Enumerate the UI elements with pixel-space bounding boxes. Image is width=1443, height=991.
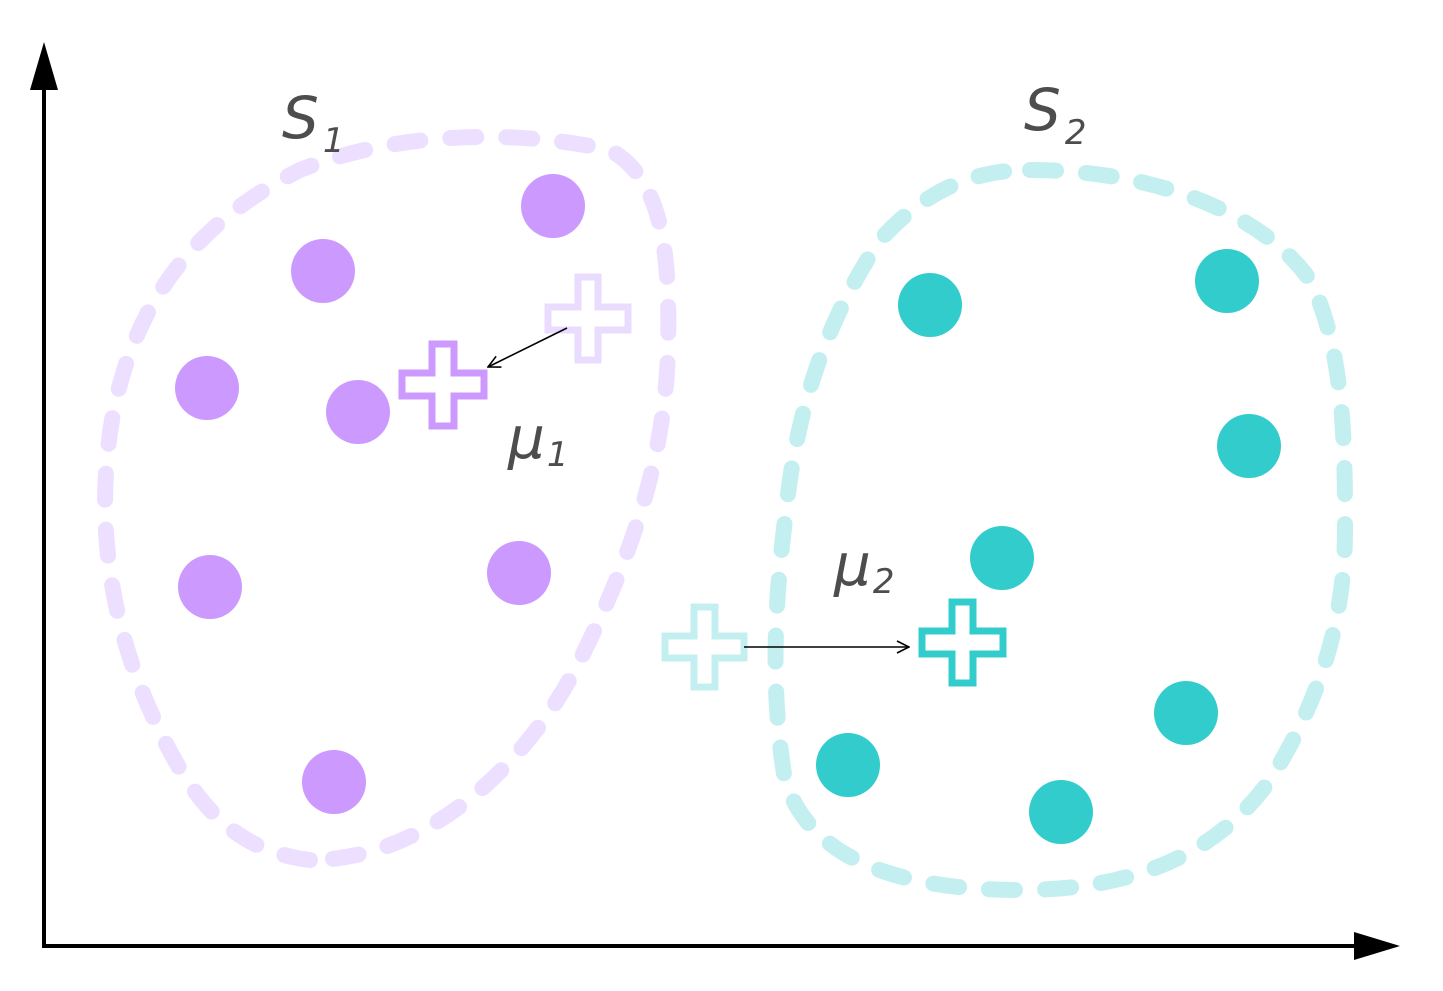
data-point xyxy=(1154,681,1218,745)
cluster-2-old-centroid-plus-icon xyxy=(661,603,748,691)
cluster-2 xyxy=(661,161,1354,899)
data-point xyxy=(970,526,1034,590)
cluster-1-old-centroid-plus-icon xyxy=(544,273,632,364)
data-point xyxy=(291,239,355,303)
cluster-1-boundary xyxy=(97,128,677,869)
cluster-2-points xyxy=(816,249,1281,844)
data-point xyxy=(521,174,585,238)
cluster-2-boundary xyxy=(767,161,1354,899)
data-point xyxy=(487,541,551,605)
y-axis-arrowhead xyxy=(30,42,58,90)
data-point xyxy=(178,555,242,619)
data-point xyxy=(816,733,880,797)
cluster-1-points xyxy=(175,174,585,814)
cluster-2-new-centroid-plus-icon xyxy=(918,598,1007,687)
axes xyxy=(30,42,1400,960)
data-point xyxy=(326,380,390,444)
cluster-1-centroid-label: μ1 xyxy=(507,404,569,475)
cluster-1-centroid-shift-arrow xyxy=(488,327,568,367)
data-point xyxy=(175,356,239,420)
data-point xyxy=(1217,414,1281,478)
cluster-1-new-centroid-plus-icon xyxy=(398,340,488,430)
data-point xyxy=(898,273,962,337)
data-point xyxy=(1029,780,1093,844)
data-point xyxy=(1195,249,1259,313)
cluster-1 xyxy=(97,128,677,869)
data-point xyxy=(302,750,366,814)
x-axis-arrowhead xyxy=(1354,932,1400,960)
cluster-2-centroid-label: μ2 xyxy=(833,531,895,602)
